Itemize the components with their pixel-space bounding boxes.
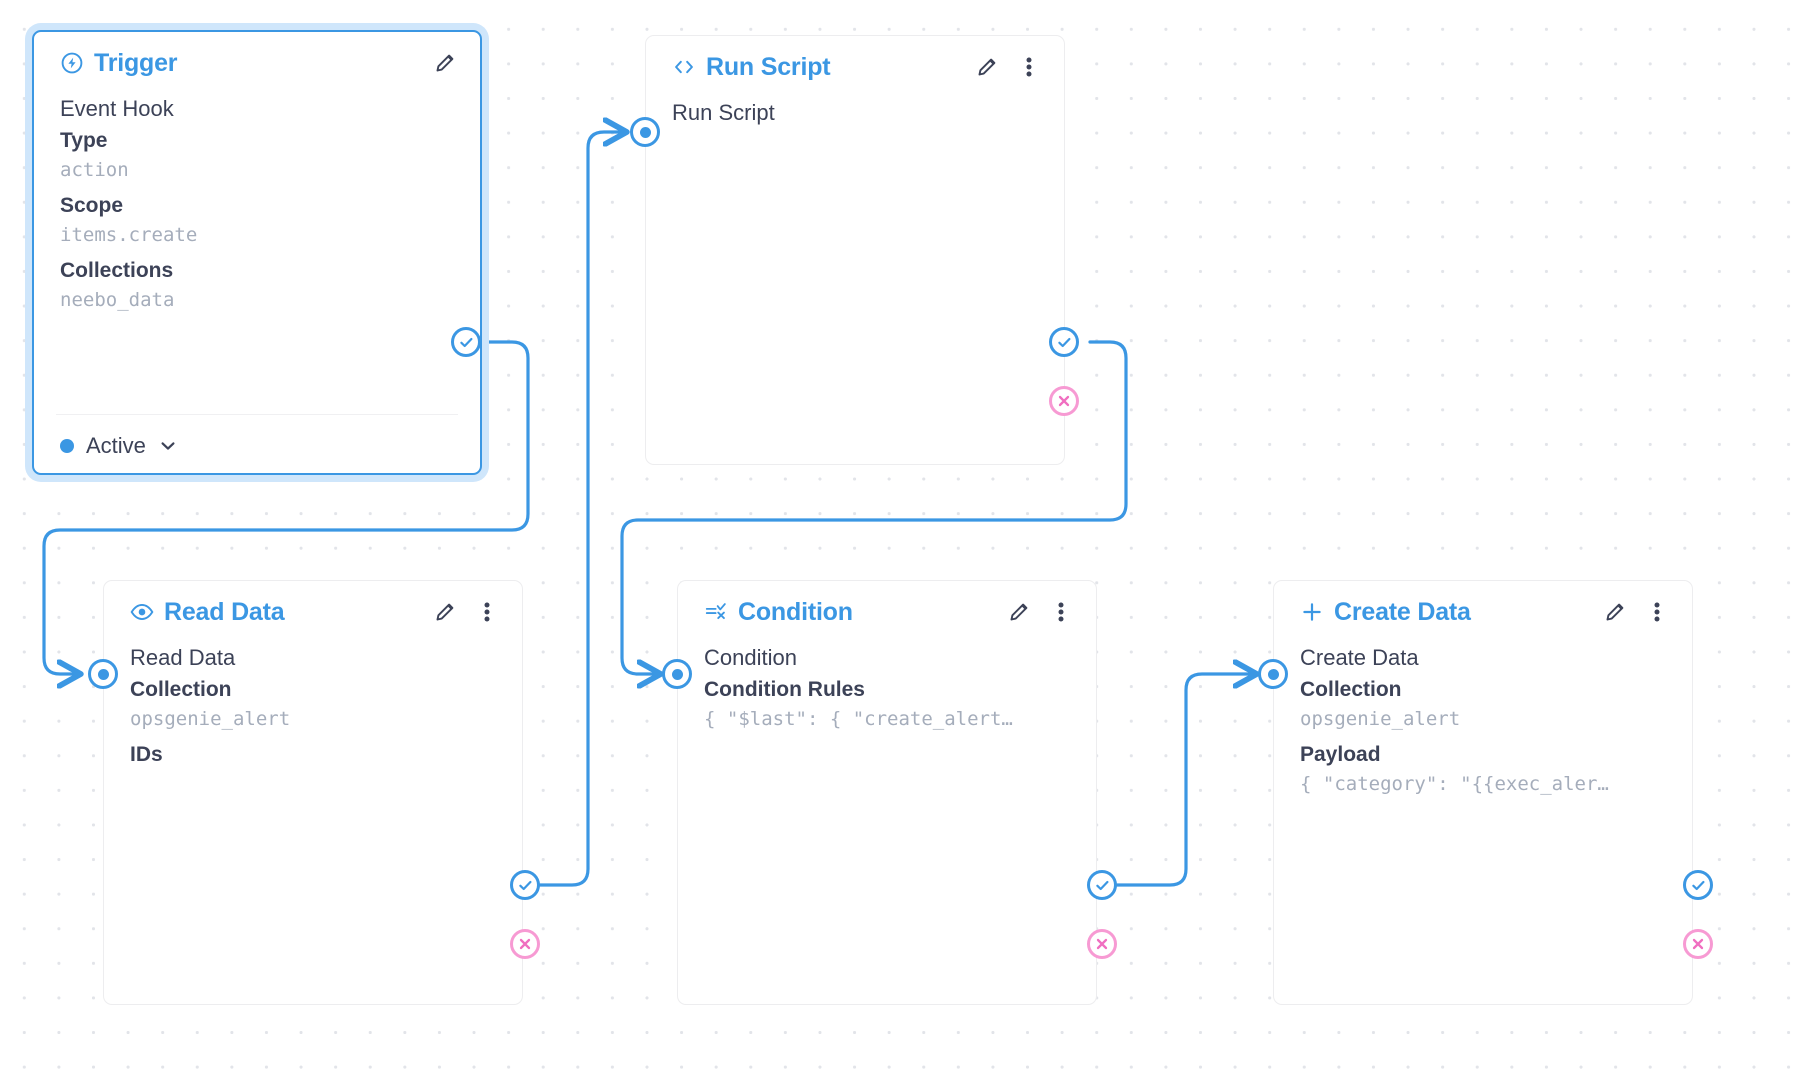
create-data-reject-handle[interactable]: [1683, 929, 1713, 959]
read-data-header-actions: [432, 599, 500, 625]
field-label: Payload: [1300, 743, 1381, 766]
run-script-header-actions: [974, 54, 1042, 80]
condition-success-handle[interactable]: [1087, 870, 1117, 900]
more-options-icon[interactable]: [474, 599, 500, 625]
run-script-reject-handle[interactable]: [1049, 386, 1079, 416]
edit-icon[interactable]: [974, 54, 1000, 80]
field-value: opsgenie_alert: [130, 708, 291, 730]
trigger-header-actions: [432, 50, 458, 76]
condition-row-name: Condition: [704, 645, 797, 670]
read-data-title: Read Data: [164, 597, 285, 626]
field-value: { "category": "{{exec_aler…: [1300, 773, 1609, 795]
create-data-success-handle[interactable]: [1683, 870, 1713, 900]
create-data-input-handle[interactable]: [1258, 659, 1288, 689]
create-data-field-collection: Collection opsgenie_alert: [1300, 675, 1668, 734]
field-label: Scope: [60, 194, 124, 217]
create-data-field-payload: Payload { "category": "{{exec_aler…: [1300, 740, 1668, 799]
edge-read-data-to-run-script: [538, 132, 628, 887]
create-data-header-actions: [1602, 599, 1670, 625]
read-data-field-ids: IDs: [130, 740, 498, 770]
create-data-title-group: Create Data: [1300, 598, 1471, 627]
read-data-title-group: Read Data: [130, 597, 285, 627]
trigger-field-scope: Scope items.create: [60, 191, 456, 250]
trigger-success-handle[interactable]: [451, 327, 481, 357]
trigger-field-collections: Collections neebo_data: [60, 256, 456, 315]
code-brackets-icon: [672, 55, 696, 79]
more-options-icon[interactable]: [1644, 599, 1670, 625]
condition-header-actions: [1006, 599, 1074, 625]
status-badge: Active: [86, 433, 146, 458]
bolt-circle-icon: [60, 51, 84, 75]
run-script-success-handle[interactable]: [1049, 327, 1079, 357]
field-value: { "$last": { "create_alert…: [704, 708, 1013, 730]
create-data-header: Create Data: [1274, 581, 1692, 643]
read-data-field-collection: Collection opsgenie_alert: [130, 675, 498, 734]
node-condition[interactable]: Condition Conditio: [677, 580, 1097, 1005]
trigger-body: Event Hook Type action Scope items.creat…: [34, 94, 480, 315]
more-options-icon[interactable]: [1048, 599, 1074, 625]
trigger-row-name: Event Hook: [60, 96, 174, 121]
trigger-status-dropdown[interactable]: Active: [60, 433, 178, 459]
more-options-icon[interactable]: [1016, 54, 1042, 80]
condition-body: Condition Condition Rules { "$last": { "…: [678, 643, 1096, 734]
field-label: Collections: [60, 259, 174, 282]
run-script-body: Run Script: [646, 98, 1064, 130]
field-value: items.create: [60, 224, 198, 246]
field-value: action: [60, 159, 129, 181]
edit-icon[interactable]: [1006, 599, 1032, 625]
condition-icon: [704, 600, 728, 624]
read-data-row-name: Read Data: [130, 645, 236, 670]
field-value: neebo_data: [60, 289, 175, 311]
node-read-data[interactable]: Read Data Read Dat: [103, 580, 523, 1005]
field-label: Type: [60, 129, 108, 152]
trigger-title: Trigger: [94, 48, 178, 77]
edge-condition-to-create-data: [1115, 674, 1258, 887]
status-dot-icon: [60, 439, 74, 453]
create-data-body: Create Data Collection opsgenie_alert Pa…: [1274, 643, 1692, 799]
run-script-row-name: Run Script: [672, 100, 775, 125]
condition-reject-handle[interactable]: [1087, 929, 1117, 959]
trigger-field-type: Type action: [60, 126, 456, 185]
read-data-success-handle[interactable]: [510, 870, 540, 900]
condition-title-group: Condition: [704, 598, 853, 627]
node-trigger[interactable]: Trigger Event Hook Type action Scope ite…: [32, 30, 482, 475]
node-run-script[interactable]: Run Script Run Scr: [645, 35, 1065, 465]
edit-icon[interactable]: [1602, 599, 1628, 625]
plus-icon: [1300, 600, 1324, 624]
read-data-input-handle[interactable]: [88, 659, 118, 689]
edit-icon[interactable]: [432, 599, 458, 625]
condition-title: Condition: [738, 597, 853, 626]
run-script-header: Run Script: [646, 36, 1064, 98]
node-create-data[interactable]: Create Data Create: [1273, 580, 1693, 1005]
condition-field-rules: Condition Rules { "$last": { "create_ale…: [704, 675, 1072, 734]
chevron-down-icon: [158, 436, 178, 456]
trigger-header: Trigger: [34, 32, 480, 94]
eye-icon: [130, 600, 154, 624]
condition-input-handle[interactable]: [662, 659, 692, 689]
run-script-title: Run Script: [706, 52, 831, 81]
read-data-reject-handle[interactable]: [510, 929, 540, 959]
edit-icon[interactable]: [432, 50, 458, 76]
field-value: opsgenie_alert: [1300, 708, 1461, 730]
create-data-title: Create Data: [1334, 597, 1471, 626]
field-label: Condition Rules: [704, 678, 865, 701]
field-label: Collection: [1300, 678, 1402, 701]
create-data-row-name: Create Data: [1300, 645, 1419, 670]
read-data-body: Read Data Collection opsgenie_alert IDs: [104, 643, 522, 770]
trigger-title-group: Trigger: [60, 48, 178, 78]
field-label: IDs: [130, 743, 163, 766]
read-data-header: Read Data: [104, 581, 522, 643]
field-label: Collection: [130, 678, 232, 701]
run-script-title-group: Run Script: [672, 52, 831, 82]
divider: [56, 413, 458, 415]
run-script-input-handle[interactable]: [630, 117, 660, 147]
condition-header: Condition: [678, 581, 1096, 643]
